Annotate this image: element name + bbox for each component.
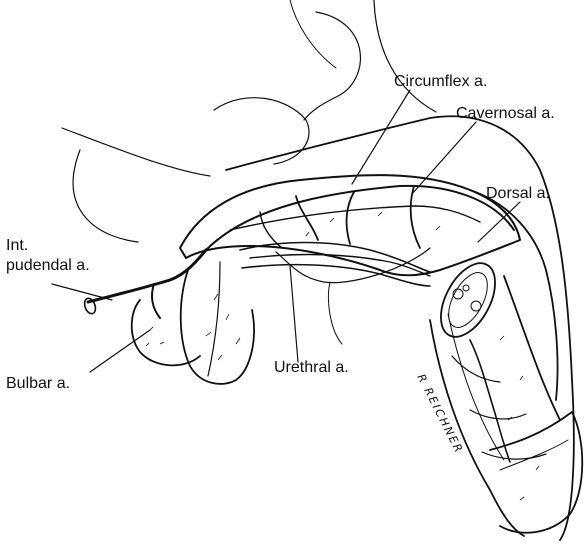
cut-section-ellipse [430, 254, 506, 345]
label-circumflex: Circumflex a. [394, 72, 487, 91]
cavernosal-artery [230, 206, 480, 230]
circumflex-artery-4 [260, 212, 282, 248]
circumflex-artery-2 [347, 192, 354, 244]
cut-section-inner [441, 266, 496, 333]
label-bulbar: Bulbar a. [6, 374, 70, 393]
crus-left [181, 270, 254, 384]
pubic-bone-outline [62, 128, 210, 176]
corpus-cavernosum [180, 175, 520, 275]
bulbar-artery-branch [152, 284, 160, 318]
penile-bulb [132, 300, 200, 365]
skin-contour-outer [226, 116, 574, 540]
label-int-pudendal-line2: pudendal a. [6, 256, 90, 275]
pubic-bone-outline-2 [214, 98, 309, 164]
leader-int-pudendal [52, 284, 112, 300]
leader-urethral [290, 266, 298, 362]
label-urethral: Urethral a. [274, 358, 349, 377]
corpus-bend [470, 190, 558, 400]
lower-vessel-1 [470, 340, 510, 462]
leader-bulbar [90, 330, 150, 372]
leader-cavernosal [412, 122, 476, 194]
skin-contour-inner [374, 0, 436, 112]
dorsal-artery [206, 186, 514, 250]
pubic-arch-outline [290, 0, 336, 68]
label-dorsal: Dorsal a. [486, 184, 550, 203]
leader-circumflex [352, 90, 410, 184]
cut-vessel-3 [463, 285, 469, 291]
pubic-symphysis-outline [304, 12, 360, 120]
label-cavernosal: Cavernosal a. [456, 104, 555, 123]
perineum-contour-2 [329, 282, 343, 344]
circumflex-artery-3 [411, 186, 420, 248]
cut-vessel-2 [471, 301, 481, 311]
crus-right [208, 262, 220, 376]
label-int-pudendal-line1: Int. [6, 236, 28, 255]
ischium-outline [73, 150, 138, 242]
